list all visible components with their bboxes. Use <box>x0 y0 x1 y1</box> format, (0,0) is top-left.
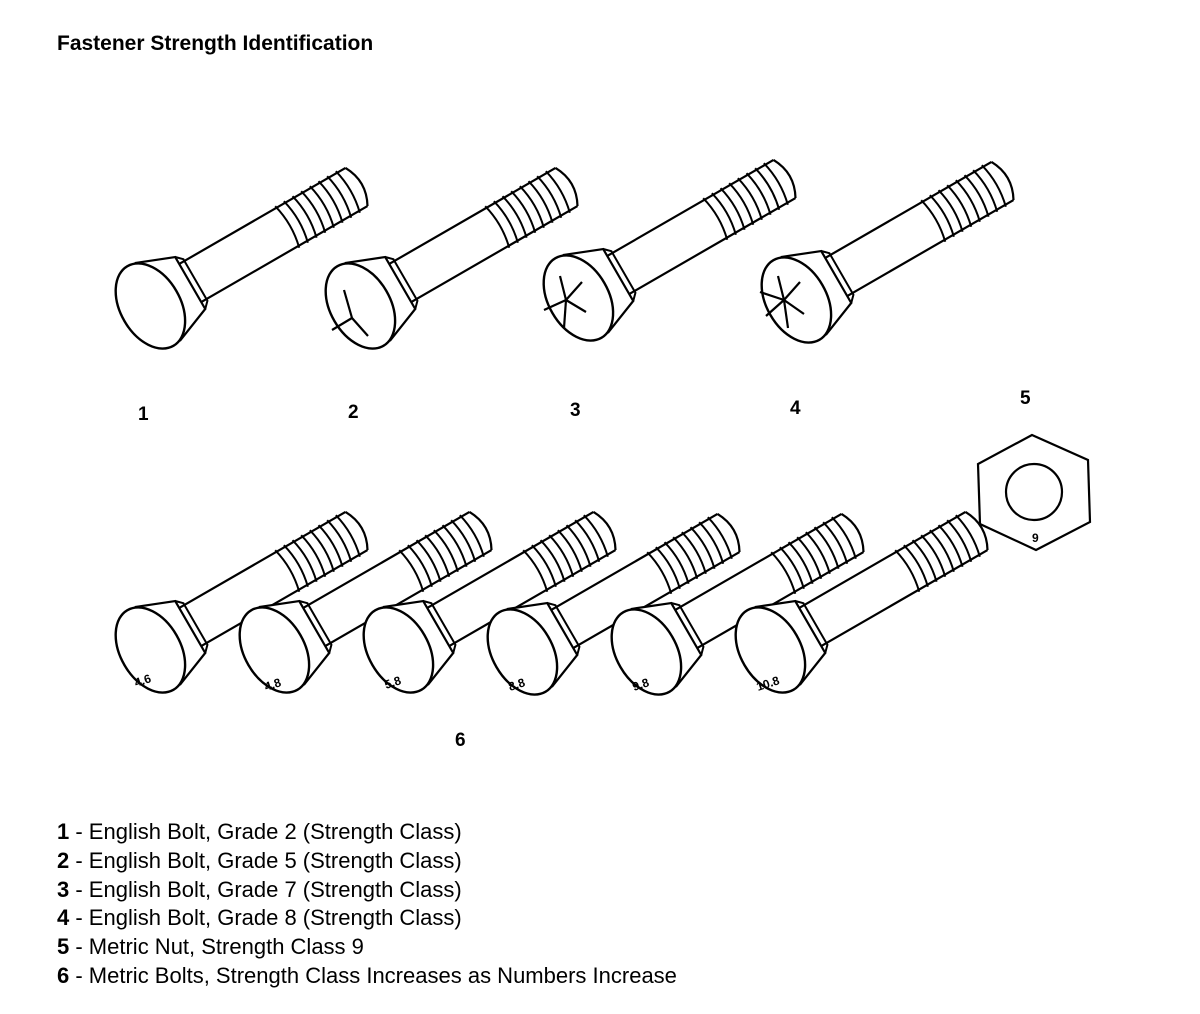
legend-item-3: 3 - English Bolt, Grade 7 (Strength Clas… <box>57 876 677 905</box>
metric-nut: 9 <box>976 433 1092 552</box>
legend-text: - English Bolt, Grade 8 (Strength Class) <box>69 905 462 931</box>
metric-bolt-4-8: 4.8 <box>224 486 510 707</box>
legend-item-6: 6 - Metric Bolts, Strength Class Increas… <box>57 962 677 991</box>
metric-bolt-8-8: 8.8 <box>472 488 758 709</box>
legend-num: 3 <box>57 876 70 902</box>
english-bolt-grade-8 <box>746 136 1032 357</box>
nut-grade-mark: 9 <box>1032 531 1039 545</box>
legend-item-1: 1 - English Bolt, Grade 2 (Strength Clas… <box>57 818 677 847</box>
metric-bolt-9-8: 9.8 <box>596 488 882 709</box>
legend-text: - English Bolt, Grade 5 (Strength Class) <box>69 847 462 873</box>
callout-4: 4 <box>790 398 801 419</box>
legend-num: 2 <box>57 847 70 873</box>
legend-num: 4 <box>57 905 70 931</box>
legend-text: - English Bolt, Grade 7 (Strength Class) <box>69 876 462 902</box>
legend-item-5: 5 - Metric Nut, Strength Class 9 <box>57 933 677 962</box>
metric-grade-mark: 9.8 <box>631 675 652 694</box>
legend-text: - English Bolt, Grade 2 (Strength Class) <box>69 819 462 844</box>
metric-bolt-10-8: 10.8 <box>720 486 1006 707</box>
metric-bolt-4-6: 4.6 <box>100 486 386 707</box>
legend: 1 - English Bolt, Grade 2 (Strength Clas… <box>57 818 677 991</box>
metric-grade-mark: 10.8 <box>755 673 782 694</box>
english-bolt-grade-5 <box>310 142 596 363</box>
legend-num: 1 <box>57 819 70 844</box>
callout-3: 3 <box>570 400 581 421</box>
english-bolt-grade-7 <box>528 134 814 355</box>
legend-text: - Metric Bolts, Strength Class Increases… <box>69 962 677 988</box>
callout-1: 1 <box>138 404 149 425</box>
metric-grade-mark: 8.8 <box>507 675 528 694</box>
legend-num: 5 <box>57 934 70 960</box>
callout-6: 6 <box>455 730 466 751</box>
legend-item-2: 2 - English Bolt, Grade 5 (Strength Clas… <box>57 847 677 876</box>
metric-bolt-5-8: 5.8 <box>348 486 634 707</box>
legend-text: - Metric Nut, Strength Class 9 <box>69 934 364 960</box>
metric-grade-mark: 4.8 <box>263 675 284 694</box>
callout-2: 2 <box>348 402 359 423</box>
metric-grade-mark: 4.6 <box>133 671 154 690</box>
page-title: Fastener Strength Identification <box>57 32 374 55</box>
callout-5: 5 <box>1020 388 1031 409</box>
legend-num: 6 <box>57 962 70 988</box>
legend-item-4: 4 - English Bolt, Grade 8 (Strength Clas… <box>57 904 677 933</box>
metric-grade-mark: 5.8 <box>383 673 404 692</box>
